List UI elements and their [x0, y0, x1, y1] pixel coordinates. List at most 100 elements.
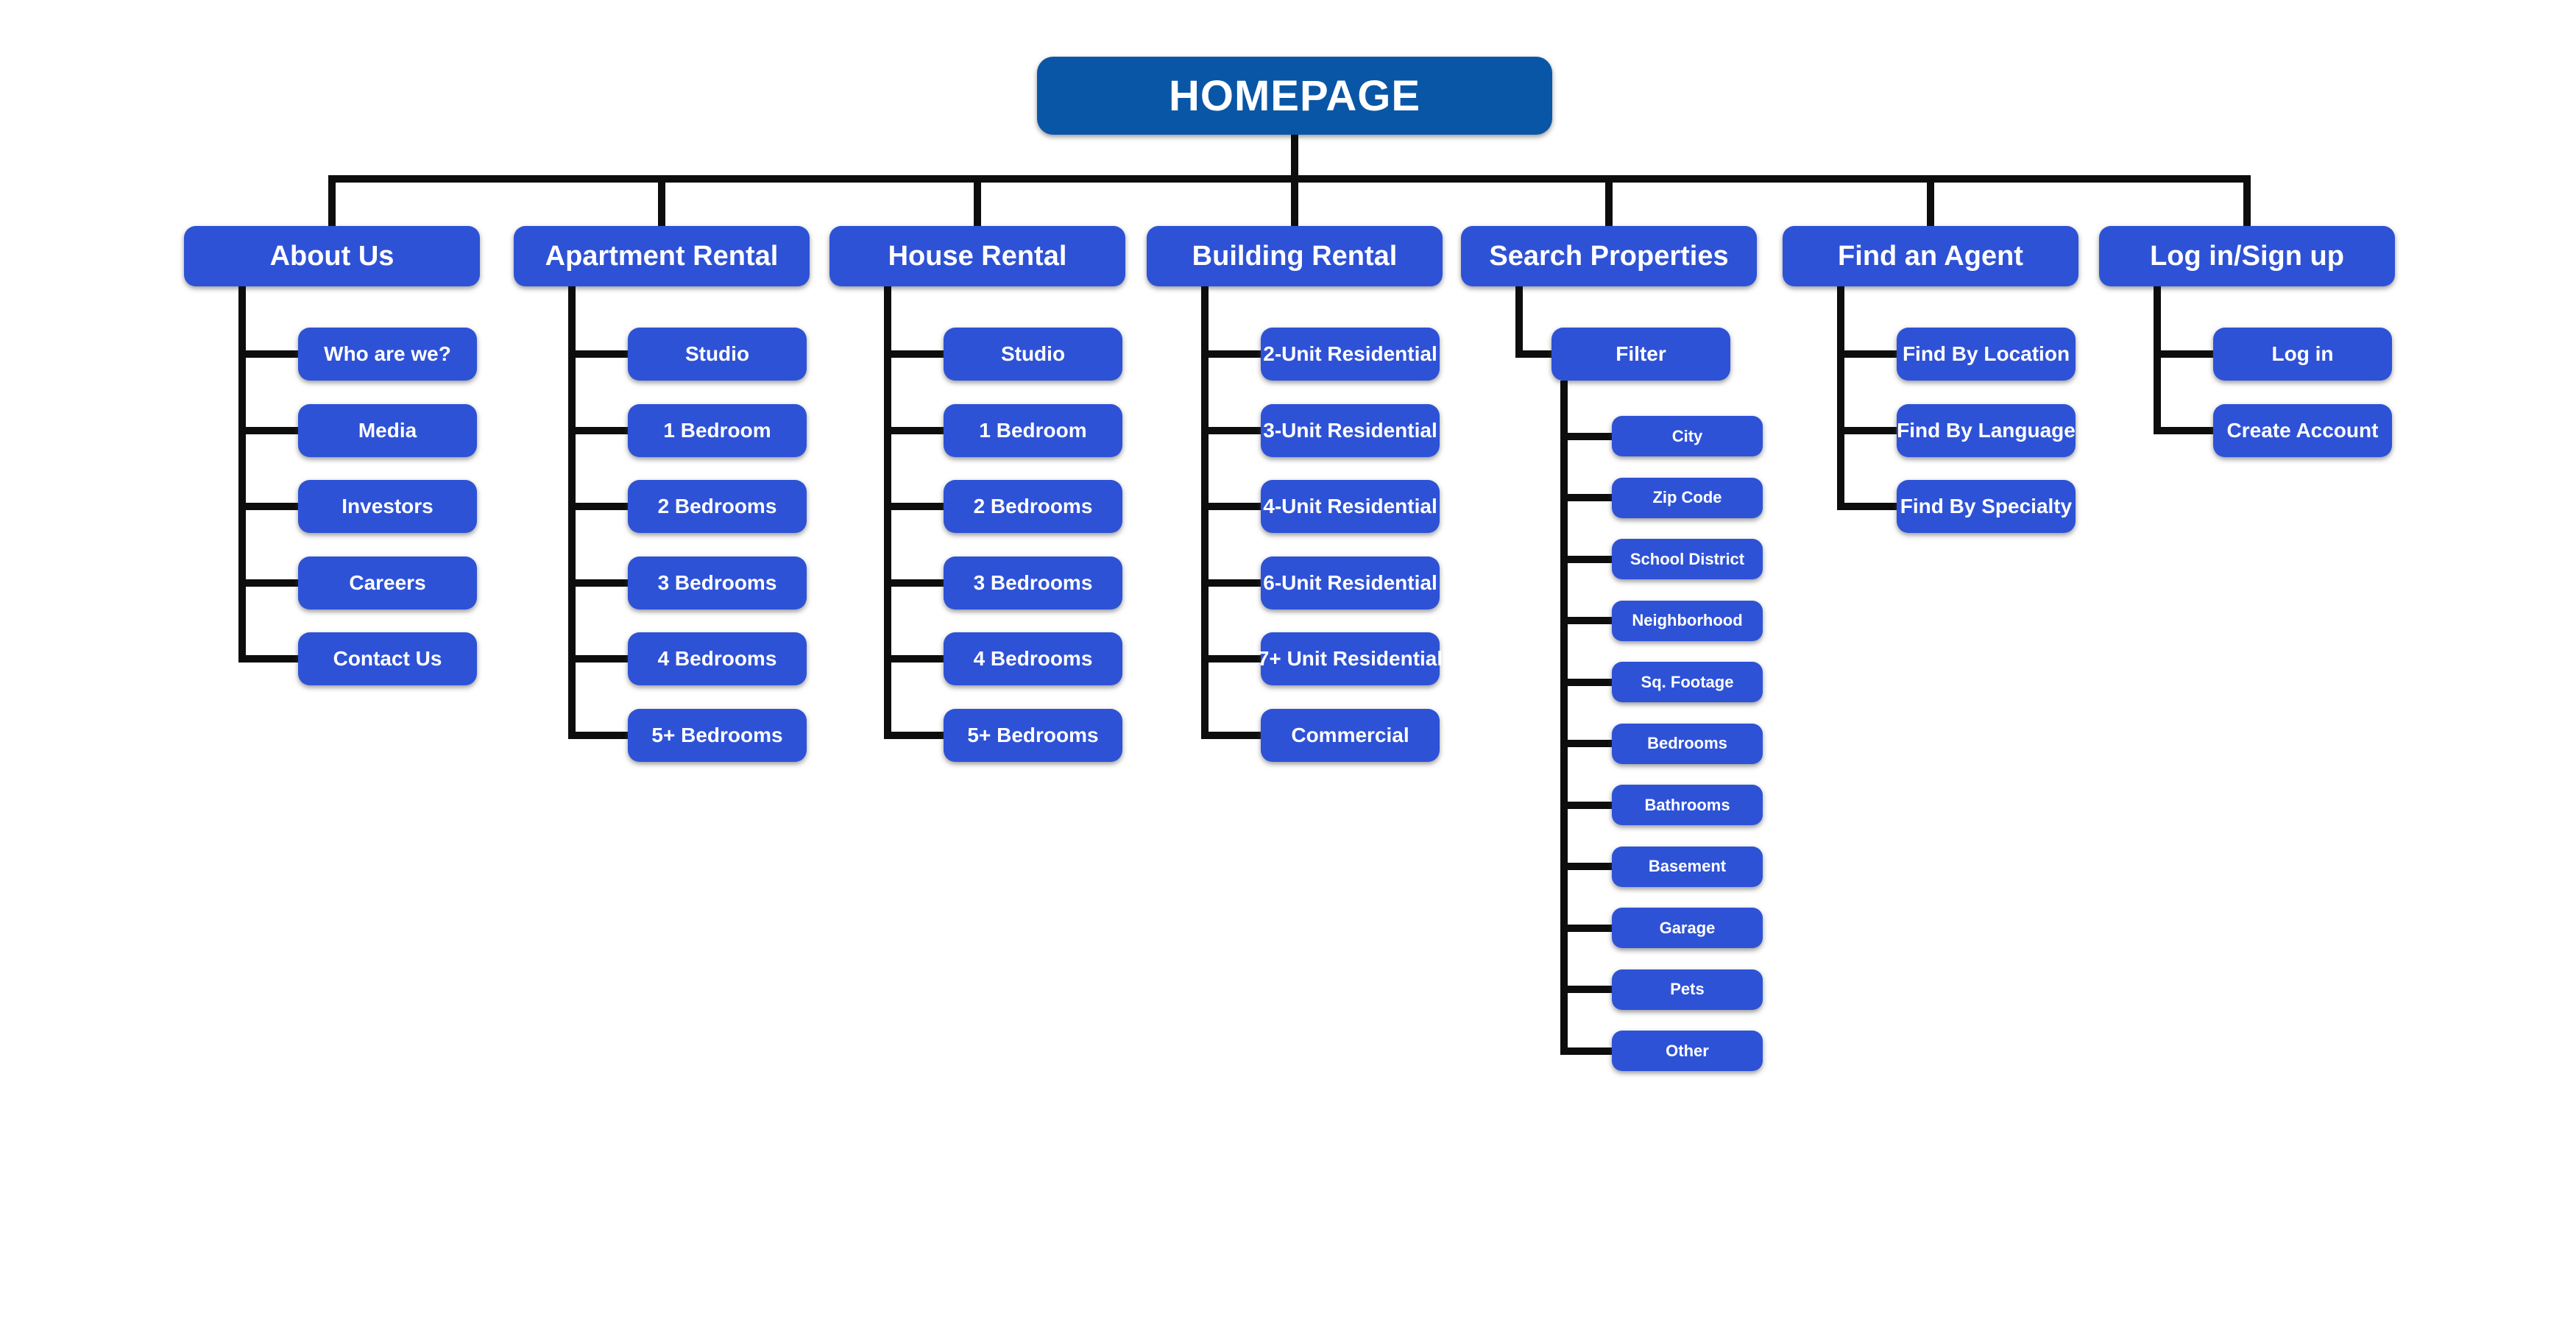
- node-who-are-we[interactable]: Who are we?: [298, 328, 477, 381]
- node-studio[interactable]: Studio: [944, 328, 1122, 381]
- connector-stub-careers: [238, 579, 298, 587]
- connector-stub-2-bedrooms: [884, 503, 944, 510]
- connector-stub-find-by-specialty: [1837, 503, 1897, 510]
- connector-stub-5-bedrooms: [568, 731, 628, 739]
- connector-stub-studio: [568, 350, 628, 358]
- connector-stub-contact-us: [238, 655, 298, 662]
- connector-elbow-find-an-agent: [1837, 286, 1844, 510]
- node-1-bedroom[interactable]: 1 Bedroom: [944, 403, 1122, 457]
- node-1-bedroom[interactable]: 1 Bedroom: [628, 403, 807, 457]
- node-7-unit-residential[interactable]: 7+ Unit Residential: [1258, 632, 1443, 685]
- connector-stub-school-district: [1560, 555, 1612, 563]
- connector-stub-who-are-we: [238, 350, 298, 358]
- connector-stub-garage: [1560, 924, 1612, 932]
- node-2-unit-residential[interactable]: 2-Unit Residential: [1261, 328, 1440, 381]
- node-3-unit-residential[interactable]: 3-Unit Residential: [1261, 403, 1440, 457]
- node-find-by-specialty[interactable]: Find By Specialty: [1897, 480, 2076, 533]
- connector-drop-about-us: [328, 175, 336, 226]
- node-create-account[interactable]: Create Account: [2213, 403, 2392, 457]
- node-garage[interactable]: Garage: [1612, 908, 1763, 948]
- connector-stub-find-by-language: [1837, 426, 1897, 434]
- connector-stub-bathrooms: [1560, 801, 1612, 809]
- connector-elbow-filter: [1560, 381, 1568, 1055]
- node-2-bedrooms[interactable]: 2 Bedrooms: [628, 480, 807, 533]
- connector-stub-3-bedrooms: [568, 579, 628, 587]
- connector-elbow-house-rental: [884, 286, 891, 739]
- node-3-bedrooms[interactable]: 3 Bedrooms: [944, 556, 1122, 610]
- connector-stub-create-account: [2154, 426, 2213, 434]
- section-building-rental[interactable]: Building Rental: [1147, 226, 1443, 286]
- connector-elbow-log-in-sign-up: [2154, 286, 2161, 434]
- connector-elbow-building-rental: [1201, 286, 1209, 739]
- node-4-bedrooms[interactable]: 4 Bedrooms: [944, 632, 1122, 685]
- node-zip-code[interactable]: Zip Code: [1612, 477, 1763, 518]
- node-city[interactable]: City: [1612, 416, 1763, 456]
- node-neighborhood[interactable]: Neighborhood: [1612, 600, 1763, 641]
- node-pets[interactable]: Pets: [1612, 969, 1763, 1010]
- node-find-by-location[interactable]: Find By Location: [1897, 328, 2076, 381]
- connector-stub-media: [238, 426, 298, 434]
- connector-drop-log-in-sign-up: [2243, 175, 2251, 226]
- connector-stub-log-in: [2154, 350, 2213, 358]
- connector-elbow-apartment-rental: [568, 286, 576, 739]
- connector-stub-studio: [884, 350, 944, 358]
- node-5-bedrooms[interactable]: 5+ Bedrooms: [628, 708, 807, 762]
- connector-stub-1-bedroom: [568, 426, 628, 434]
- node-basement[interactable]: Basement: [1612, 846, 1763, 887]
- section-about-us[interactable]: About Us: [184, 226, 480, 286]
- node-school-district[interactable]: School District: [1612, 539, 1763, 579]
- section-house-rental[interactable]: House Rental: [829, 226, 1125, 286]
- connector-drop-find-an-agent: [1927, 175, 1934, 226]
- node-find-by-language[interactable]: Find By Language: [1897, 403, 2076, 457]
- node-sq-footage[interactable]: Sq. Footage: [1612, 662, 1763, 702]
- section-apartment-rental[interactable]: Apartment Rental: [514, 226, 810, 286]
- connector-stub-1-bedroom: [884, 426, 944, 434]
- connector-stub-3-unit-residential: [1201, 426, 1261, 434]
- connector-drop-building-rental: [1291, 175, 1298, 226]
- connector-stub-find-by-location: [1837, 350, 1897, 358]
- connector-stub-7-unit-residential: [1201, 655, 1261, 662]
- connector-stub-sq-footage: [1560, 678, 1612, 686]
- section-search-properties[interactable]: Search Properties: [1461, 226, 1757, 286]
- node-careers[interactable]: Careers: [298, 556, 477, 610]
- connector-stub-2-bedrooms: [568, 503, 628, 510]
- node-4-bedrooms[interactable]: 4 Bedrooms: [628, 632, 807, 685]
- connector-stub-6-unit-residential: [1201, 579, 1261, 587]
- connector-stub-bedrooms: [1560, 740, 1612, 747]
- connector-stub-4-bedrooms: [568, 655, 628, 662]
- connector-stub-basement: [1560, 863, 1612, 870]
- connector-stub-4-unit-residential: [1201, 503, 1261, 510]
- connector-stub-zip-code: [1560, 494, 1612, 501]
- connector-stub-4-bedrooms: [884, 655, 944, 662]
- node-3-bedrooms[interactable]: 3 Bedrooms: [628, 556, 807, 610]
- connector-stub-neighborhood: [1560, 617, 1612, 624]
- connector-drop-apartment-rental: [658, 175, 665, 226]
- node-2-bedrooms[interactable]: 2 Bedrooms: [944, 480, 1122, 533]
- node-contact-us[interactable]: Contact Us: [298, 632, 477, 685]
- connector-homepage-stem: [1291, 135, 1298, 183]
- connector-stub-2-unit-residential: [1201, 350, 1261, 358]
- node-5-bedrooms[interactable]: 5+ Bedrooms: [944, 708, 1122, 762]
- node-commercial[interactable]: Commercial: [1261, 708, 1440, 762]
- connector-stub-other: [1560, 1047, 1612, 1055]
- connector-stub-pets: [1560, 986, 1612, 993]
- node-media[interactable]: Media: [298, 403, 477, 457]
- connector-elbow-about-us: [238, 286, 246, 662]
- node-bathrooms[interactable]: Bathrooms: [1612, 785, 1763, 825]
- node-investors[interactable]: Investors: [298, 480, 477, 533]
- node-log-in[interactable]: Log in: [2213, 328, 2392, 381]
- node-bedrooms[interactable]: Bedrooms: [1612, 723, 1763, 764]
- connector-elbow-search-properties: [1515, 286, 1523, 358]
- node-other[interactable]: Other: [1612, 1031, 1763, 1071]
- connector-stub-city: [1560, 432, 1612, 440]
- node-homepage[interactable]: HOMEPAGE: [1037, 57, 1552, 135]
- section-log-in-sign-up[interactable]: Log in/Sign up: [2099, 226, 2395, 286]
- connector-drop-house-rental: [974, 175, 981, 226]
- connector-drop-search-properties: [1605, 175, 1613, 226]
- section-find-an-agent[interactable]: Find an Agent: [1783, 226, 2078, 286]
- node-studio[interactable]: Studio: [628, 328, 807, 381]
- node-filter[interactable]: Filter: [1551, 328, 1730, 381]
- node-6-unit-residential[interactable]: 6-Unit Residential: [1261, 556, 1440, 610]
- node-4-unit-residential[interactable]: 4-Unit Residential: [1261, 480, 1440, 533]
